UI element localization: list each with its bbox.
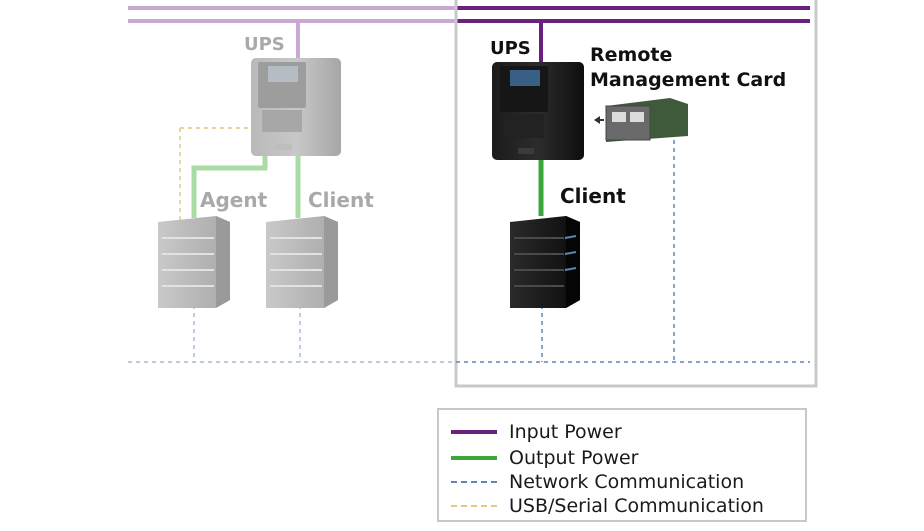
left-client-label: Client — [308, 188, 374, 212]
agent-server — [158, 216, 230, 308]
right-ups-label: UPS — [490, 38, 531, 59]
usb-serial-line — [179, 127, 252, 220]
network-lines-right — [456, 140, 810, 363]
right-client-server — [510, 216, 580, 308]
left-client-server — [266, 216, 338, 308]
output-power-left — [191, 155, 301, 218]
legend-label: Network Communication — [509, 471, 745, 493]
legend-label: Output Power — [509, 447, 639, 469]
legend-item-usb-serial: USB/Serial Communication — [451, 494, 764, 518]
output-power-swatch — [451, 456, 497, 460]
network-lines-left — [128, 305, 456, 363]
usb-serial-swatch — [451, 505, 497, 507]
legend-item-output-power: Output Power — [451, 446, 638, 470]
left-ups-label: UPS — [244, 34, 285, 55]
network-swatch — [451, 481, 497, 483]
rmc-label-line1: Remote — [590, 44, 672, 66]
right-ups-unit — [492, 62, 584, 160]
input-power-swatch — [451, 430, 497, 434]
remote-site-frame — [454, 0, 818, 388]
rmc-label-line2: Management Card — [590, 69, 786, 91]
right-client-label: Client — [560, 184, 626, 208]
legend: Input Power Output Power Network Communi… — [437, 408, 807, 522]
agent-label: Agent — [200, 188, 268, 212]
legend-item-input-power: Input Power — [451, 420, 622, 444]
legend-label: USB/Serial Communication — [509, 495, 764, 517]
left-ups-unit — [251, 58, 341, 156]
remote-management-card — [594, 98, 688, 142]
input-power-bus-right — [456, 6, 810, 23]
legend-label: Input Power — [509, 421, 622, 443]
legend-item-network: Network Communication — [451, 470, 744, 494]
input-power-bus-left — [128, 6, 456, 23]
